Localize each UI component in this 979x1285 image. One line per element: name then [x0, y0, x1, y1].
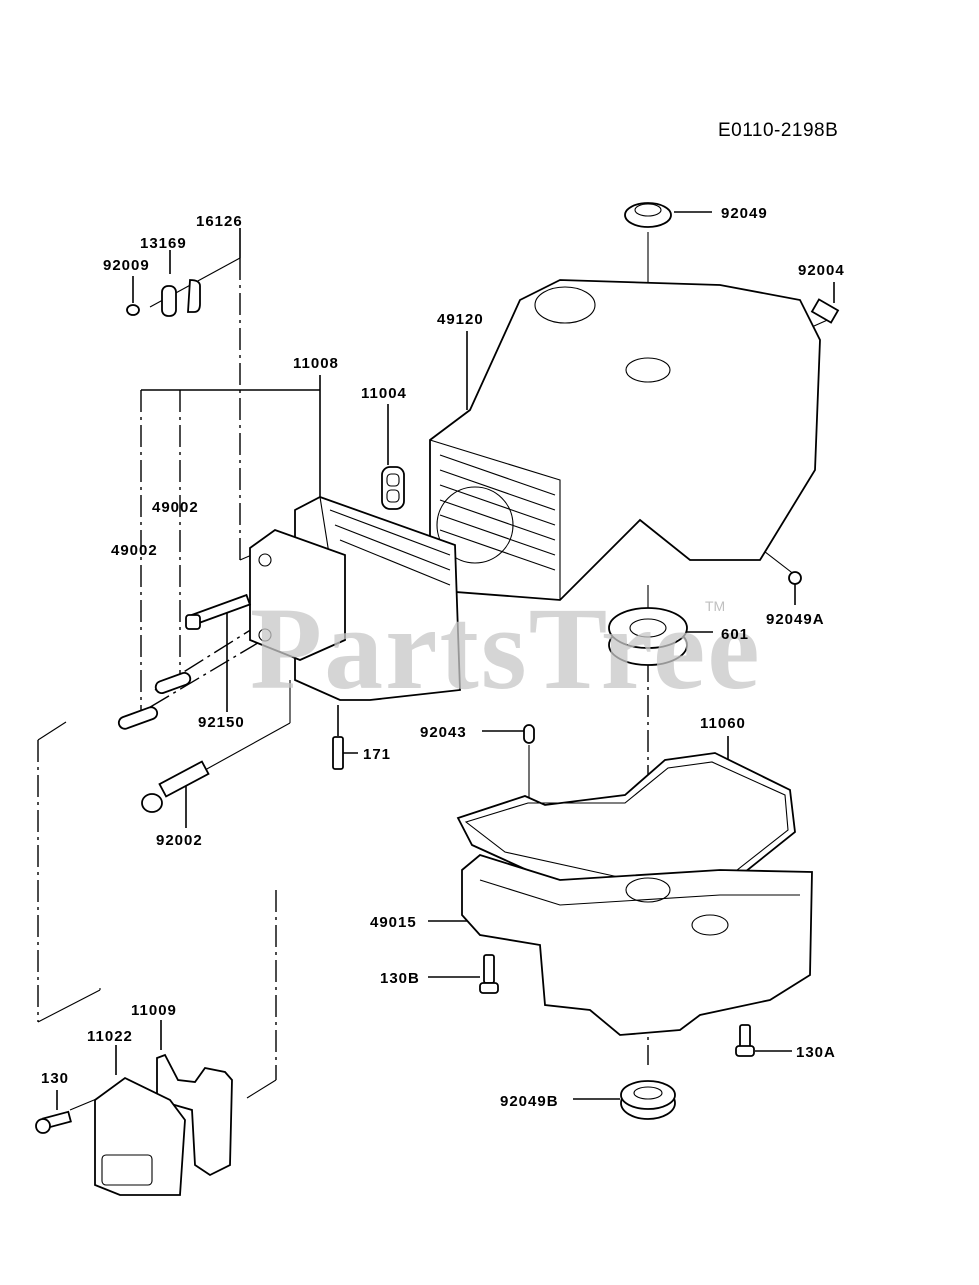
- part-label-11004[interactable]: 11004: [361, 385, 407, 402]
- part-label-11060[interactable]: 11060: [700, 715, 746, 732]
- part-label-92049[interactable]: 92049: [721, 205, 768, 222]
- part-dowel-49002: [117, 671, 192, 730]
- part-label-11009[interactable]: 11009: [131, 1002, 177, 1019]
- watermark-trademark: TM: [705, 598, 726, 614]
- part-stud-171: [332, 736, 344, 770]
- part-label-92049A[interactable]: 92049A: [766, 611, 825, 628]
- part-label-92043[interactable]: 92043: [420, 724, 467, 741]
- part-gasket-11060: [456, 752, 796, 889]
- part-bolt-130A: [735, 1024, 755, 1057]
- part-seal-92049B: [620, 1080, 676, 1120]
- part-clip-13169: [126, 279, 201, 317]
- watermark: PartsTree: [250, 583, 762, 714]
- part-label-130[interactable]: 130: [41, 1070, 70, 1087]
- part-label-92009[interactable]: 92009: [103, 257, 150, 274]
- part-label-49002-lower[interactable]: 49002: [111, 542, 158, 559]
- part-label-92150[interactable]: 92150: [198, 714, 245, 731]
- part-gasket-11004: [381, 466, 405, 510]
- part-bolt-130B: [479, 954, 499, 994]
- part-label-92004[interactable]: 92004: [798, 262, 845, 279]
- part-label-49120[interactable]: 49120: [437, 311, 484, 328]
- part-label-130B[interactable]: 130B: [380, 970, 420, 987]
- part-label-11022[interactable]: 11022: [87, 1028, 133, 1045]
- part-nut-92049A: [788, 571, 802, 585]
- part-label-11008[interactable]: 11008: [293, 355, 339, 372]
- part-seal-92049: [624, 202, 672, 228]
- part-bearing-601: [608, 607, 688, 666]
- reference-code: E0110-2198B: [718, 120, 839, 141]
- part-pin-92043: [523, 724, 535, 744]
- part-label-130A[interactable]: 130A: [796, 1044, 836, 1061]
- part-cylinder-head-11008: [249, 496, 461, 701]
- part-bolt-92002: [141, 760, 210, 813]
- part-label-16126[interactable]: 16126: [196, 213, 243, 230]
- part-bolt-130: [35, 1110, 72, 1134]
- part-crankcase-49120: [429, 279, 821, 601]
- part-gasket-11009: [156, 1053, 233, 1177]
- part-label-92049B[interactable]: 92049B: [500, 1093, 559, 1110]
- part-label-171[interactable]: 171: [363, 746, 392, 763]
- part-label-49002-upper[interactable]: 49002: [152, 499, 199, 516]
- part-bolt-92150: [185, 593, 252, 630]
- part-stud-92004: [810, 298, 840, 324]
- part-cover-11022: [94, 1076, 186, 1196]
- part-label-92002[interactable]: 92002: [156, 832, 203, 849]
- part-label-13169[interactable]: 13169: [140, 235, 187, 252]
- part-label-49015[interactable]: 49015: [370, 914, 417, 931]
- part-oil-pan-49015: [461, 853, 813, 1036]
- part-label-601[interactable]: 601: [721, 626, 750, 643]
